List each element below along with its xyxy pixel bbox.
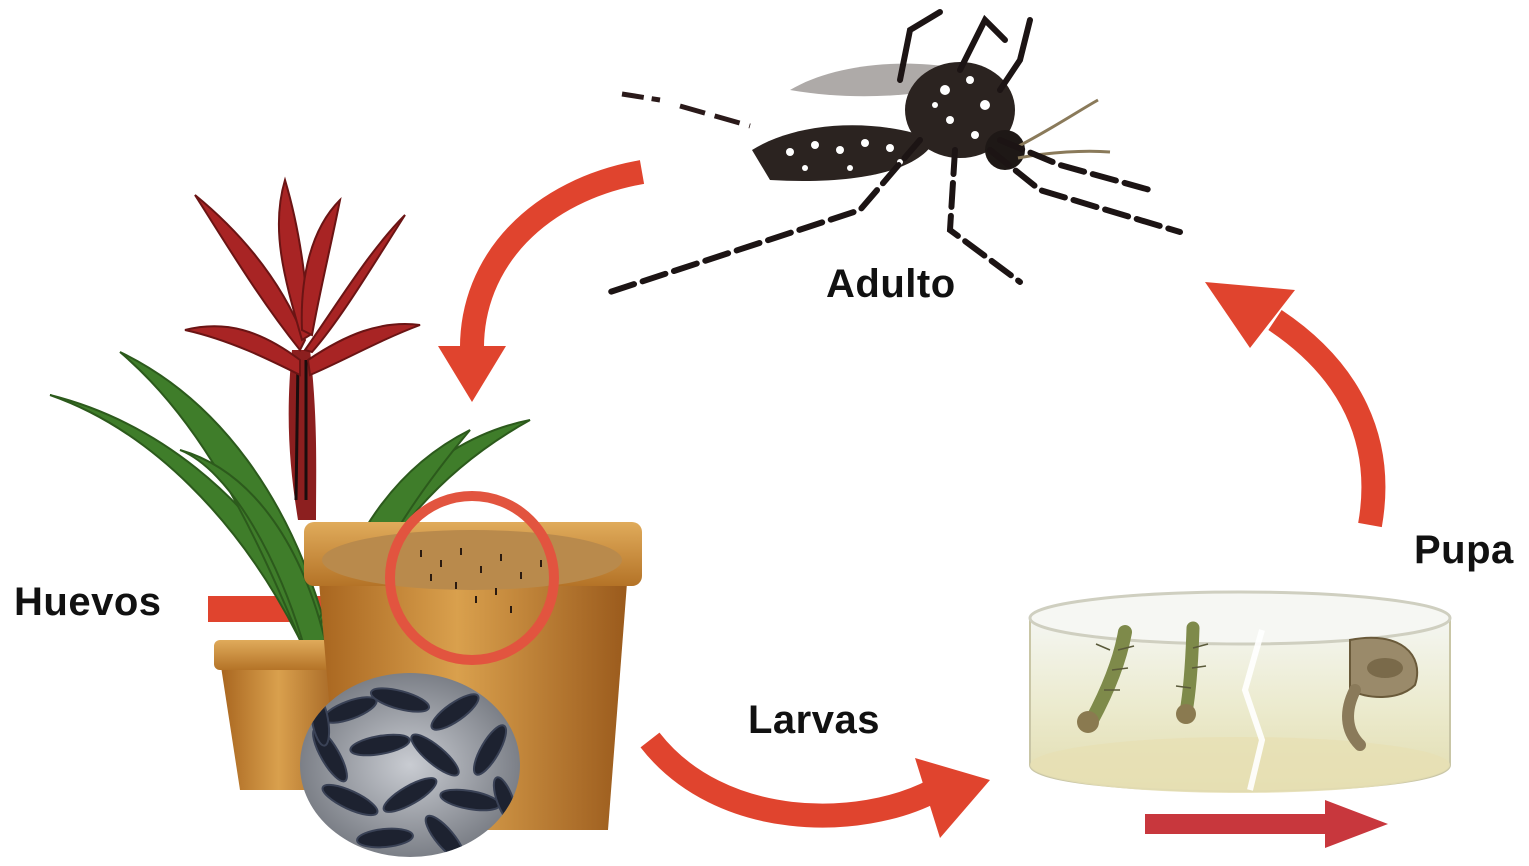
- arrow-larvae-to-pupa: [1145, 800, 1388, 848]
- label-larvas: Larvas: [748, 698, 880, 743]
- arrow-pupa-to-adult: [1205, 282, 1373, 525]
- label-adulto: Adulto: [826, 262, 956, 307]
- arrow-eggs-to-larvae: [650, 740, 990, 838]
- arrow-adult-to-eggs: [438, 172, 642, 402]
- label-huevos: Huevos: [14, 580, 162, 625]
- eggs-magnified-icon: [300, 673, 521, 861]
- mosquito-icon: [610, 12, 1180, 292]
- label-pupa: Pupa: [1414, 528, 1514, 573]
